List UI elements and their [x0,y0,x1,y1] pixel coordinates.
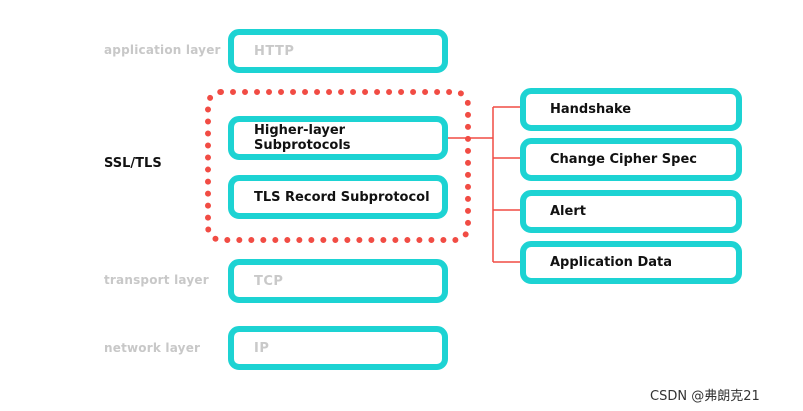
ssl-tls-label: SSL/TLS [104,156,162,171]
watermark: CSDN @弗朗克21 [650,389,760,404]
application-data-box: Application Data [520,241,742,284]
ip-box-label: IP [254,340,270,356]
higher-layer-subprotocols-box: Higher-layer Subprotocols [228,116,448,160]
handshake-box: Handshake [520,88,742,131]
higher-layer-subprotocols-label: Higher-layer Subprotocols [254,123,351,153]
tls-record-subprotocol-box: TLS Record Subprotocol [228,175,448,219]
alert-box: Alert [520,190,742,233]
ip-box: IP [228,326,448,370]
change-cipher-spec-label: Change Cipher Spec [550,152,697,167]
tcp-box: TCP [228,259,448,303]
http-box: HTTP [228,29,448,73]
handshake-label: Handshake [550,102,632,117]
application-data-label: Application Data [550,255,672,270]
alert-label: Alert [550,204,586,219]
network-layer-label: network layer [104,341,201,355]
ssl-tls-group [205,89,471,243]
transport-layer-label: transport layer [104,273,209,287]
tcp-box-label: TCP [254,273,284,289]
http-box-label: HTTP [254,43,295,59]
change-cipher-spec-box: Change Cipher Spec [520,138,742,181]
application-layer-label: application layer [104,43,221,57]
tls-record-subprotocol-label: TLS Record Subprotocol [254,189,430,205]
